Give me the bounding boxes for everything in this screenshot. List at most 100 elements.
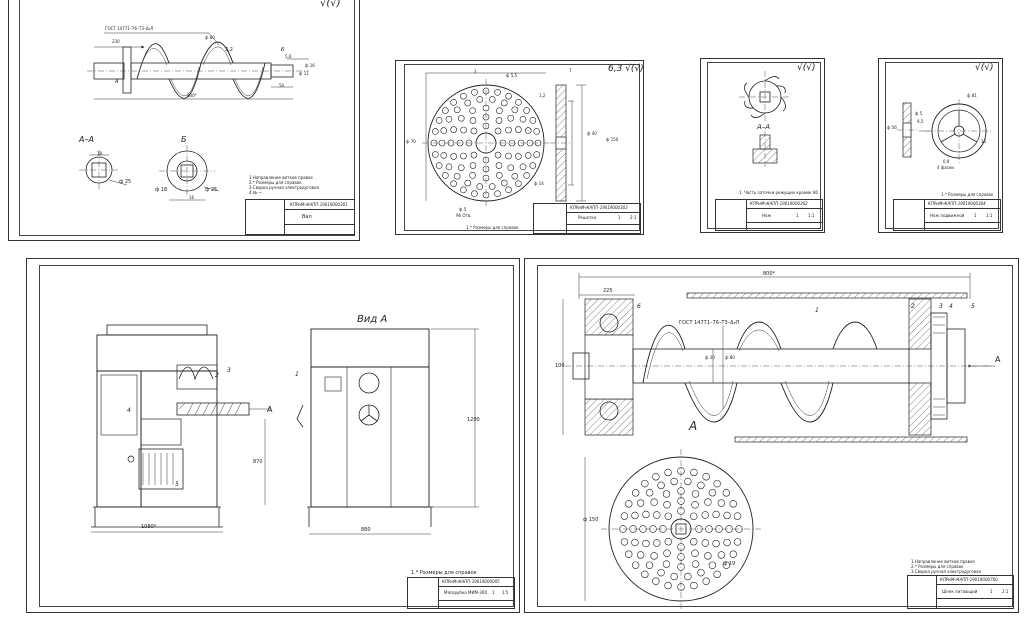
dim-d11: ф 11: [299, 71, 309, 76]
plate-hole: [733, 538, 742, 546]
plate-hole: [526, 139, 534, 147]
plate-hole: [631, 489, 640, 497]
note-reference: 1.* Размеры для справок: [941, 192, 994, 197]
plate-hole: [495, 117, 503, 124]
plate-hole: [636, 499, 645, 507]
dim-870: 870: [253, 459, 263, 465]
plate-hole: [712, 510, 720, 519]
plate-hole: [677, 563, 685, 571]
plate-hole: [723, 511, 731, 520]
title-block: КПРиМчКАПП-19019000304 Нож подвижной 1 1…: [893, 199, 1001, 231]
plate-hole: [460, 186, 467, 194]
plate-hole: [469, 107, 476, 114]
plate-hole: [708, 489, 717, 497]
callout-6: 6: [637, 303, 641, 310]
plate-hole: [659, 525, 667, 533]
plate-hole: [620, 512, 629, 520]
plate-hole: [469, 162, 477, 169]
plate-hole: [684, 477, 692, 486]
plate-hole: [533, 151, 540, 158]
plate-hole: [496, 107, 503, 114]
plate-hole: [636, 551, 645, 559]
plate-hole: [505, 126, 512, 134]
dim-5-6: 5,6: [285, 54, 292, 59]
dim-d14: ф 14: [534, 181, 544, 186]
plate-hole: [494, 88, 501, 96]
dim-10: 10: [981, 139, 987, 144]
plate-hole: [511, 106, 519, 114]
roughness-mark: √(√): [320, 0, 341, 9]
plate-hole: [722, 561, 731, 569]
plate-hole: [469, 117, 477, 124]
note-4: 4.№ —: [249, 190, 263, 195]
dim-d80: ф 80: [725, 355, 735, 360]
stamp-sheet: 1: [618, 215, 621, 220]
plate-hole: [488, 183, 496, 190]
plate-hole: [657, 481, 665, 490]
shaft-drawing: [79, 32, 309, 201]
drawing-sheet-knife[interactable]: √(√) А–А 1. Часть заточки режущих кромок…: [700, 58, 825, 233]
stamp-scale: 1:5: [502, 590, 509, 595]
plate-hole: [435, 117, 443, 124]
drawing-sheet-plate[interactable]: 6,3 √(√) 3 ф 5,5 7 1,2 ф 70 ф 40 ф 150 ф…: [395, 60, 644, 235]
gost-callout: ГОСТ 14771–76–Т3–Δ₃Л: [105, 26, 154, 31]
plate-hole: [650, 552, 658, 560]
plate-hole: [691, 560, 700, 568]
callout-3: 3: [939, 303, 943, 310]
plate-hole: [691, 501, 699, 509]
plate-hole: [670, 477, 678, 486]
dim-100: 100: [555, 363, 565, 369]
plate-hole: [515, 180, 522, 187]
assembly-plate-holes: [619, 467, 743, 591]
drawing-sheet-general[interactable]: Вид А 1080* 880 870 1200 1 2 3 4 5 А 1.*…: [26, 258, 520, 613]
plate-holes: [430, 87, 542, 199]
dim-d56: ф 56: [887, 125, 897, 130]
plate-hole: [712, 539, 720, 548]
callout-3: 3: [227, 367, 231, 374]
plate-hole: [722, 489, 731, 497]
note-edges: 1. Часть заточки режущих кромок 80: [739, 190, 819, 195]
dim-225: 225: [603, 288, 613, 294]
drawing-sheet-assembly[interactable]: 800* 225 100 ф 30 ф 80 ф 19 ф 150 ГОСТ 1…: [524, 258, 1019, 613]
plate-hole: [690, 538, 698, 546]
drawing-sheet-holder[interactable]: √(√) ф 81 ф 5 ф 56 9,5 10 0,9 4 фаски 1.…: [878, 58, 1003, 233]
holder-drawing: [897, 99, 991, 163]
stamp-name: Мясорубка МИМ-300: [444, 590, 487, 595]
plate-hole: [453, 106, 461, 114]
plate-hole: [631, 561, 640, 569]
plate-hole: [450, 126, 457, 133]
plate-hole: [460, 92, 467, 100]
plate-hole: [691, 549, 699, 557]
drawing-sheet-shaft[interactable]: √(√) ГОСТ 14771–76–Т3–Δ₃Л 230 3,2 800* 5…: [8, 0, 360, 241]
plate-hole: [695, 525, 703, 533]
note-1: 1.Направление витков правое: [249, 175, 313, 180]
plate-hole: [494, 127, 502, 135]
plate-hole: [460, 126, 467, 134]
plate-hole: [524, 152, 532, 159]
plate-hole: [691, 490, 700, 498]
plate-hole: [723, 538, 731, 547]
plate-hole: [663, 549, 671, 557]
plate-hole: [662, 490, 671, 498]
plate-hole: [677, 467, 685, 475]
stamp-code: КПРиМчКАПП-19019000303: [570, 205, 628, 210]
plate-hole: [445, 163, 453, 171]
dim-d5: ф 5: [915, 111, 923, 116]
plate-hole: [717, 551, 726, 559]
sec-dim-16: 16: [189, 195, 195, 200]
plate-hole: [482, 156, 490, 164]
plate-hole: [482, 191, 490, 199]
assembly-drawing: [562, 273, 995, 609]
dim-3: 3: [474, 69, 477, 74]
plate-hole: [488, 96, 496, 103]
dim-d5: ф 5: [459, 207, 467, 212]
sheet-frame: [19, 0, 355, 236]
view-a-title: Вид А: [357, 314, 388, 325]
plate-hole: [511, 172, 519, 180]
plate-hole: [500, 179, 508, 187]
plate-hole: [435, 162, 443, 169]
plate-hole: [641, 570, 649, 579]
callout-5: 5: [175, 481, 179, 488]
plate-hole: [431, 151, 439, 158]
stamp-code: КПРиМчКАПП-19019000301: [290, 202, 348, 207]
